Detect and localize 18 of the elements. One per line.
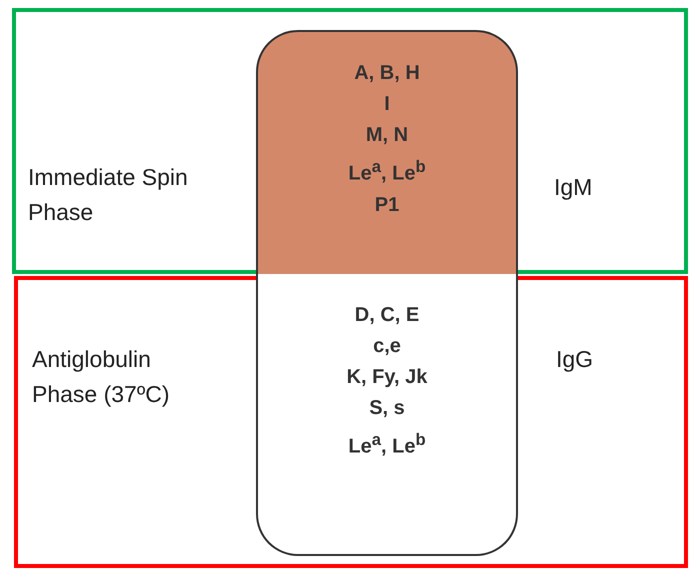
antigen-label: P1 — [374, 192, 400, 218]
antigen-label: D, C, E — [354, 303, 420, 328]
antigen-label: K, Fy, Jk — [346, 365, 428, 390]
antigen-label: M, N — [366, 123, 408, 148]
phase-band — [14, 276, 688, 568]
antigen-label: c,e — [373, 334, 401, 359]
antibody-label: IgM — [554, 173, 592, 202]
antigen-label: A, B, H — [354, 61, 420, 86]
antibody-label: IgG — [556, 345, 594, 374]
phase-band — [12, 8, 688, 274]
antigen-label: S, s — [369, 396, 405, 421]
antigen-label: Le$^{a}$, Le$^{b}$ — [348, 156, 426, 187]
phase-label: Antiglobulin Phase (37ºC) — [32, 345, 171, 409]
antigen-panel — [256, 274, 518, 556]
antigen-panel — [256, 30, 518, 274]
antigen-label: Le$^{a}$, Le$^{b}$ — [348, 429, 426, 460]
phase-label: Immediate Spin Phase — [28, 163, 189, 226]
antigen-label: I — [384, 92, 390, 117]
